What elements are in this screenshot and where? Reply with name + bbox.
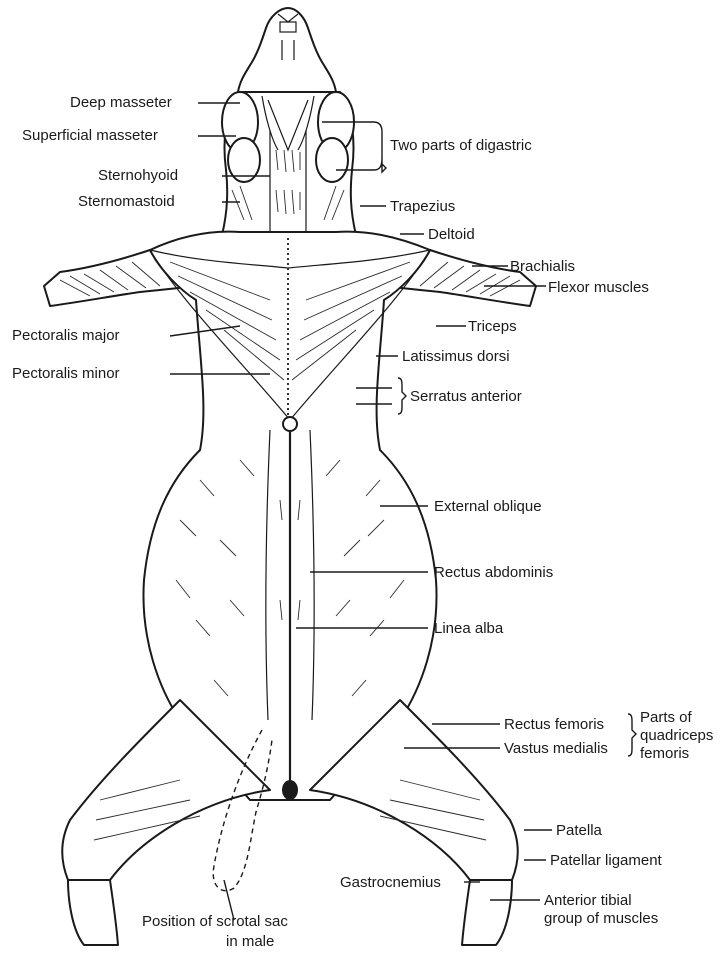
label-pectoralis-major: Pectoralis major [12, 327, 120, 344]
label-sternohyoid: Sternohyoid [98, 167, 178, 184]
label-trapezius: Trapezius [390, 198, 455, 215]
label-pectoralis-minor: Pectoralis minor [12, 365, 120, 382]
label-linea-alba: Linea alba [434, 620, 504, 637]
genital-region [282, 780, 298, 800]
label-rectus-abdominis: Rectus abdominis [434, 564, 553, 581]
label-scrotal-line1: Position of scrotal sac [142, 913, 288, 930]
label-vastus-medialis: Vastus medialis [504, 740, 608, 757]
label-scrotal-line2: in male [226, 933, 274, 950]
label-serratus-anterior: Serratus anterior [410, 388, 522, 405]
label-patella: Patella [556, 822, 603, 839]
label-rectus-femoris: Rectus femoris [504, 716, 604, 733]
label-superficial-masseter: Superficial masseter [22, 127, 158, 144]
label-deep-masseter: Deep masseter [70, 94, 172, 111]
label-two-parts-digastric: Two parts of digastric [390, 137, 532, 154]
label-patellar-ligament: Patellar ligament [550, 852, 663, 869]
label-anterior-tibial-line1: Anterior tibial [544, 892, 632, 909]
label-gastrocnemius: Gastrocnemius [340, 874, 441, 891]
label-brachialis: Brachialis [510, 258, 575, 275]
label-external-oblique: External oblique [434, 498, 542, 515]
label-flexor-muscles: Flexor muscles [548, 279, 649, 296]
label-anterior-tibial-line2: group of muscles [544, 910, 658, 927]
label-deltoid: Deltoid [428, 226, 475, 243]
label-triceps: Triceps [468, 318, 517, 335]
label-quadriceps: quadriceps [640, 727, 713, 744]
left-lower-leg [68, 880, 118, 945]
label-latissimus-dorsi: Latissimus dorsi [402, 348, 510, 365]
label-femoris: femoris [640, 745, 689, 762]
label-sternomastoid: Sternomastoid [78, 193, 175, 210]
label-parts-of: Parts of [640, 709, 693, 726]
right-lower-leg [462, 880, 512, 945]
